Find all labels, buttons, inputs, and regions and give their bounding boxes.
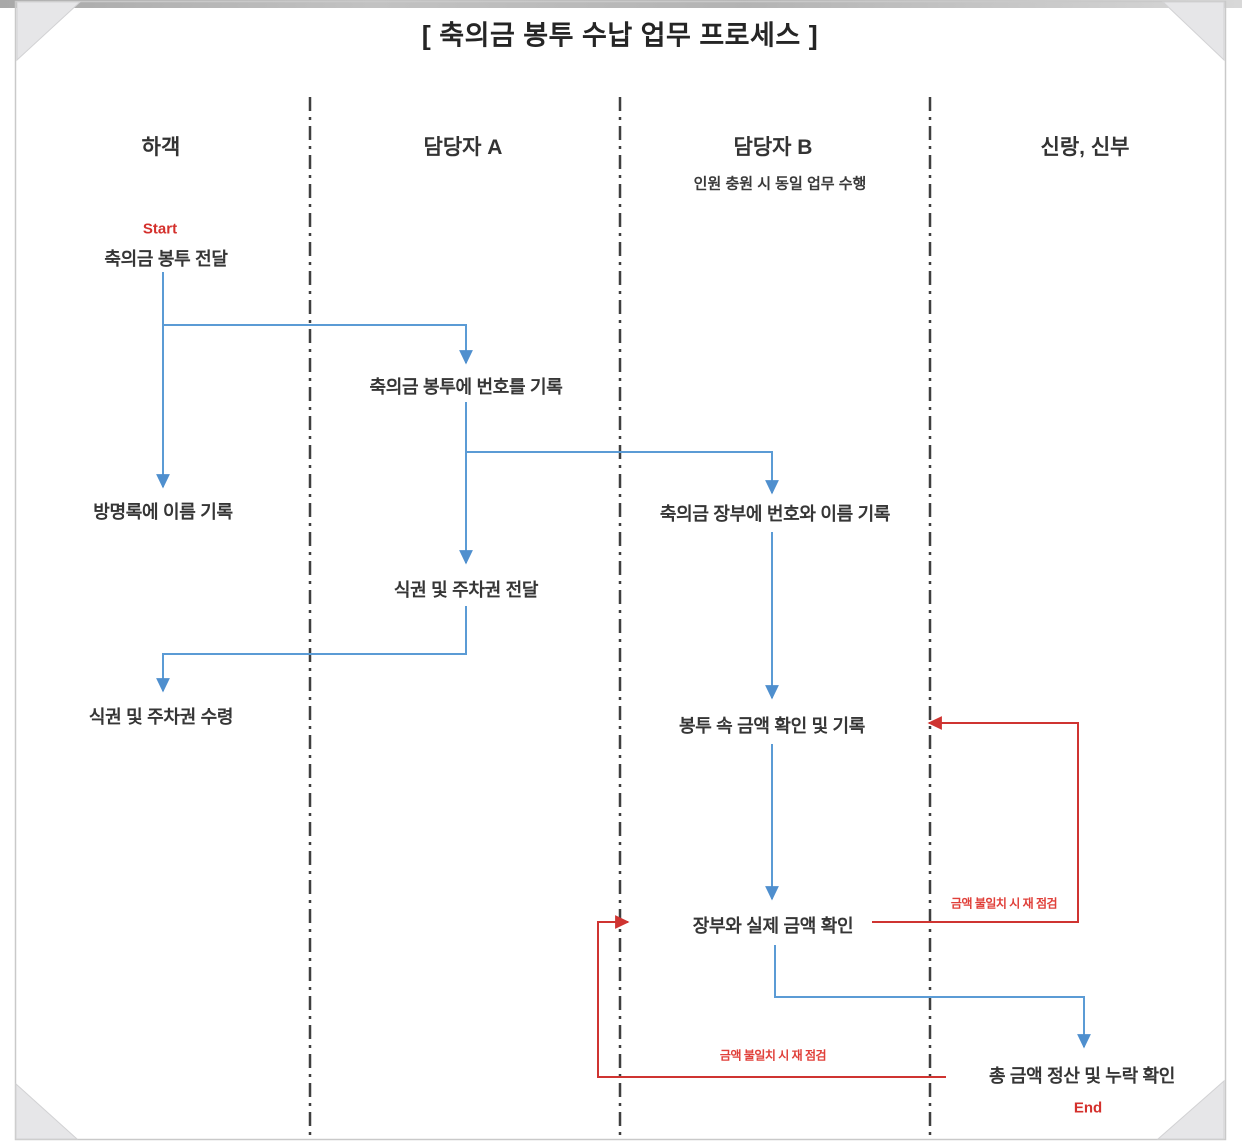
- loop-verify-back-to-check-money: [872, 716, 1079, 923]
- lane-note-staff-b: 인원 충원 시 동일 업무 수행: [693, 175, 867, 193]
- lane-header-staff-b: 담당자 B: [733, 136, 813, 159]
- loop-settlement-back-to-verify: [597, 915, 946, 1078]
- photo-top-edge: [0, 0, 1242, 8]
- corner-triangle-bottom-right: [1156, 1079, 1225, 1140]
- node-hand-over-meal-and-parking-tickets: 식권 및 주차권 전달: [393, 580, 539, 600]
- node-write-number-on-envelope: 축의금 봉투에 번호를 기록: [369, 377, 563, 397]
- loop-annotation-upper: 금액 불일치 시 재 점검: [950, 896, 1058, 911]
- connector-deliver-to-write-number: [163, 324, 473, 365]
- node-verify-ledger-against-actual-money: 장부와 실제 금액 확인: [692, 916, 854, 936]
- loop-annotation-lower: 금액 불일치 시 재 점검: [719, 1048, 827, 1063]
- node-deliver-envelope: 축의금 봉투 전달: [104, 249, 228, 269]
- start-label: Start: [142, 220, 178, 238]
- corner-triangle-top-left: [16, 1, 82, 62]
- page-border: [14, 0, 1227, 1141]
- corner-triangle-bottom-left: [15, 1082, 79, 1140]
- node-write-name-in-guestbook: 방명록에 이름 기록: [93, 502, 233, 522]
- node-check-and-record-money-in-envelope: 봉투 속 금액 확인 및 기록: [678, 716, 866, 736]
- connector-verify-to-settlement: [774, 945, 1091, 1049]
- lane-header-staff-a: 담당자 A: [423, 136, 503, 159]
- node-receive-meal-and-parking-tickets: 식권 및 주차권 수령: [88, 707, 234, 727]
- lane-header-guest: 하객: [141, 136, 181, 159]
- connector-tickets-to-receive: [156, 606, 467, 693]
- corner-triangle-top-right: [1161, 1, 1225, 62]
- diagram-title: [ 축의금 봉투 수납 업무 프로세스 ]: [421, 20, 819, 51]
- lane-header-bride-groom: 신랑, 신부: [1040, 136, 1130, 159]
- connector-write-number-to-ledger: [466, 451, 779, 495]
- node-settle-total-and-check-omissions: 총 금액 정산 및 누락 확인: [988, 1066, 1176, 1086]
- end-label: End: [1073, 1099, 1103, 1117]
- node-record-number-and-name-in-ledger: 축의금 장부에 번호와 이름 기록: [659, 504, 891, 524]
